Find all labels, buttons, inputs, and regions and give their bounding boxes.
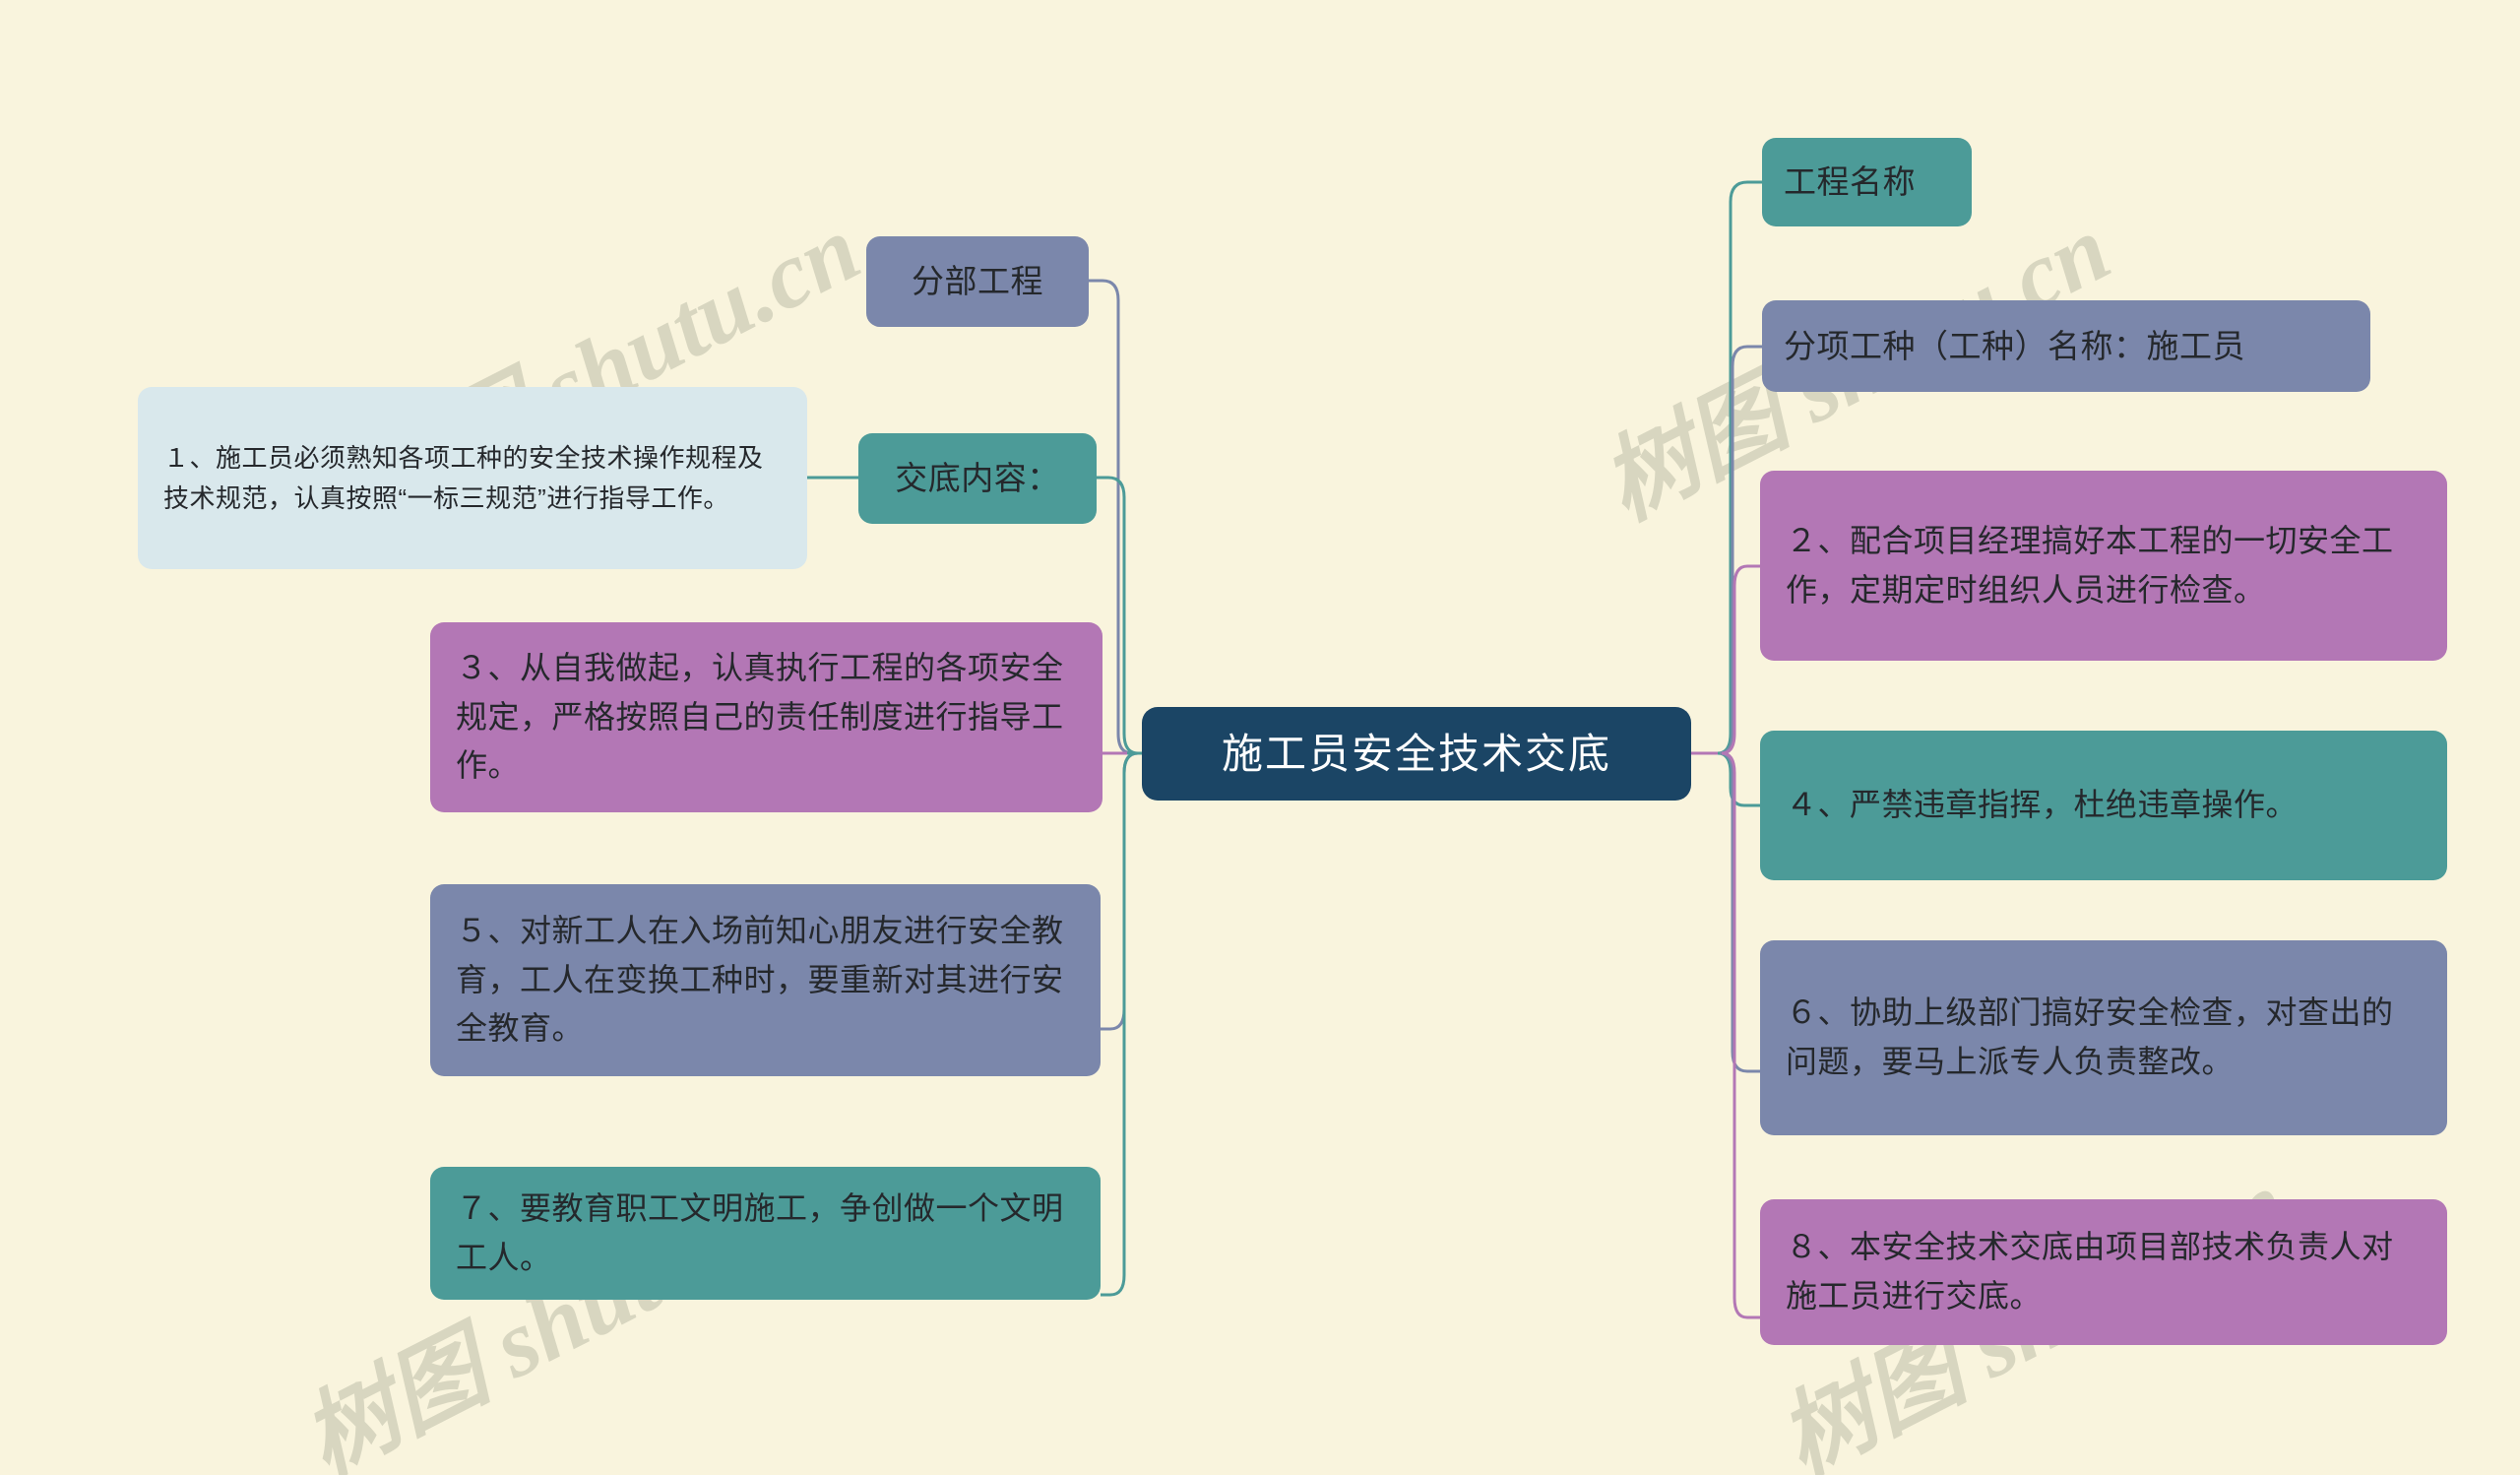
root-node[interactable]: 施工员安全技术交底	[1142, 707, 1691, 801]
root-node-label: 施工员安全技术交底	[1221, 730, 1611, 777]
node-item-8[interactable]: ８、本安全技术交底由项目部技术负责人对施工员进行交底。	[1760, 1199, 2447, 1345]
node-label: ６、协助上级部门搞好安全检查，对查出的问题，要马上派专人负责整改。	[1786, 994, 2394, 1079]
node-item-6[interactable]: ６、协助上级部门搞好安全检查，对查出的问题，要马上派专人负责整改。	[1760, 940, 2447, 1135]
node-label: ２、配合项目经理搞好本工程的一切安全工作，定期定时组织人员进行检查。	[1786, 522, 2394, 608]
node-label: ８、本安全技术交底由项目部技术负责人对施工员进行交底。	[1786, 1229, 2394, 1314]
node-label: 工程名称	[1784, 163, 1916, 201]
node-label: ３、从自我做起，认真执行工程的各项安全规定，严格按照自己的责任制度进行指导工作。	[456, 650, 1064, 784]
node-label: １、施工员必须熟知各项工种的安全技术操作规程及技术规范，认真按照“一标三规范”进…	[163, 443, 764, 513]
node-item-7[interactable]: ７、要教育职工文明施工，争创做一个文明工人。	[430, 1167, 1101, 1300]
node-item-4[interactable]: ４、严禁违章指挥，杜绝违章操作。	[1760, 731, 2447, 880]
node-label: 分项工种（工种）名称：施工员	[1784, 327, 2245, 364]
node-item-5[interactable]: ５、对新工人在入场前知心朋友进行安全教育，工人在变换工种时，要重新对其进行安全教…	[430, 884, 1101, 1076]
node-label: ４、严禁违章指挥，杜绝违章操作。	[1786, 787, 2299, 823]
node-label: ５、对新工人在入场前知心朋友进行安全教育，工人在变换工种时，要重新对其进行安全教…	[456, 913, 1064, 1047]
node-label: 分部工程	[912, 263, 1043, 300]
node-item-2[interactable]: ２、配合项目经理搞好本工程的一切安全工作，定期定时组织人员进行检查。	[1760, 471, 2447, 661]
node-fenxiang-gongzhong[interactable]: 分项工种（工种）名称：施工员	[1762, 300, 2370, 392]
node-jiaodi-neirong[interactable]: 交底内容：	[858, 433, 1097, 524]
node-label: ７、要教育职工文明施工，争创做一个文明工人。	[456, 1189, 1064, 1275]
node-label: 交底内容：	[895, 460, 1060, 497]
node-gongcheng-mingcheng[interactable]: 工程名称	[1762, 138, 1972, 226]
node-item-1[interactable]: １、施工员必须熟知各项工种的安全技术操作规程及技术规范，认真按照“一标三规范”进…	[138, 387, 807, 569]
node-fenbu-gongcheng[interactable]: 分部工程	[866, 236, 1089, 327]
node-item-3[interactable]: ３、从自我做起，认真执行工程的各项安全规定，严格按照自己的责任制度进行指导工作。	[430, 622, 1102, 812]
